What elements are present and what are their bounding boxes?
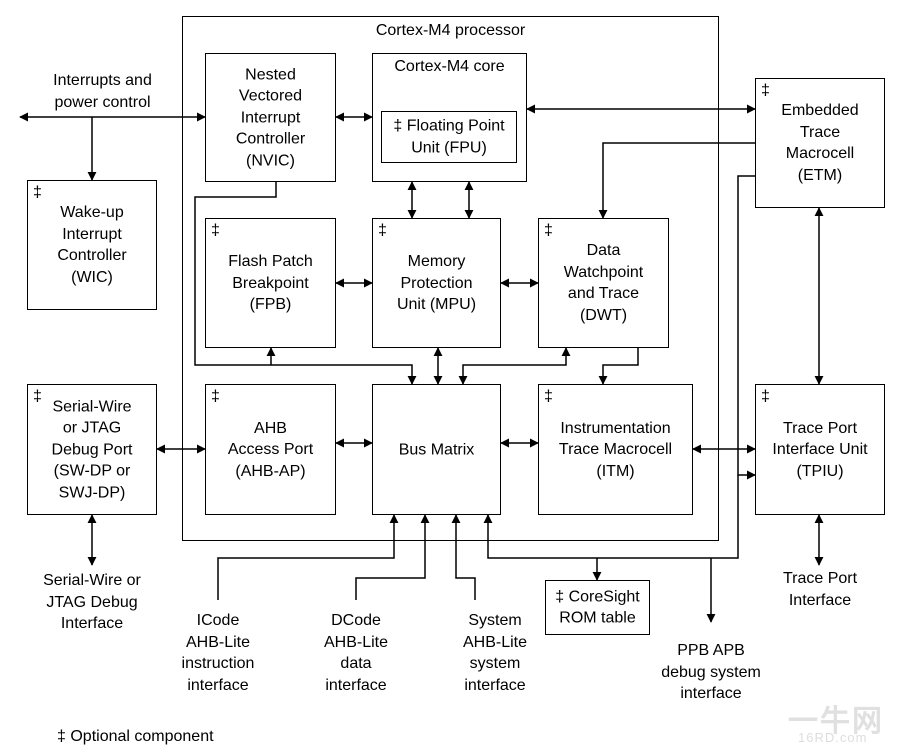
mpu-box: ‡ Memory Protection Unit (MPU) <box>372 218 501 348</box>
nvic-label: Nested Vectored Interrupt Controller (NV… <box>235 65 306 169</box>
wire-ppb <box>483 475 739 559</box>
wire-icode <box>217 514 399 600</box>
wire-dcode <box>355 514 430 600</box>
wire-bus-dwt <box>458 347 571 385</box>
bus-matrix-box: Bus Matrix <box>372 384 501 515</box>
wire-nvic-bus <box>194 182 417 385</box>
fpb-dagger: ‡ <box>211 222 220 239</box>
sw-jtag-interface-label: Serial-Wire or JTAG Debug Interface <box>43 572 141 632</box>
ahb-ap-box: ‡ AHB Access Port (AHB-AP) <box>205 384 336 515</box>
wire-etm-dwt <box>598 142 755 219</box>
processor-title: Cortex-M4 processor <box>375 22 526 39</box>
wire-dwt-itm <box>598 348 639 385</box>
bus-matrix-label: Bus Matrix <box>398 440 475 458</box>
dwt-box: ‡ Data Watchpoint and Trace (DWT) <box>538 218 669 348</box>
ppb-label: PPB APB debug system interface <box>661 642 761 702</box>
processor-frame: Cortex-M4 processor <box>182 16 719 541</box>
system-label: System AHB-Lite system interface <box>462 612 528 694</box>
watermark-url: 16RD.com <box>798 730 868 745</box>
dcode-label: DCode AHB-Lite data interface <box>323 612 389 694</box>
itm-box: ‡ Instrumentation Trace Macrocell (ITM) <box>538 384 693 515</box>
etm-label: Embedded Trace Macrocell (ETM) <box>781 102 859 184</box>
trace-port-interface-label: Trace Port Interface <box>782 570 858 609</box>
etm-dagger: ‡ <box>761 82 770 99</box>
rom-label: ‡ CoreSight ROM table <box>555 588 640 627</box>
etm-box: ‡ Embedded Trace Macrocell (ETM) <box>755 78 885 208</box>
itm-dagger: ‡ <box>544 388 553 405</box>
fpu-label: ‡ Floating Point Unit (FPU) <box>393 117 505 157</box>
tpiu-box: ‡ Trace Port Interface Unit (TPIU) <box>755 384 885 515</box>
swdp-dagger: ‡ <box>33 388 42 405</box>
ahbap-label: AHB Access Port (AHB-AP) <box>227 419 314 480</box>
mpu-dagger: ‡ <box>378 222 387 239</box>
swdp-label: Serial-Wire or JTAG Debug Port (SW-DP or… <box>51 397 133 501</box>
mpu-label: Memory Protection Unit (MPU) <box>396 252 477 313</box>
icode-label: ICode AHB-Lite instruction interface <box>181 612 255 694</box>
wire-system <box>451 514 476 600</box>
wic-box: ‡ Wake-up Interrupt Controller (WIC) <box>27 180 157 310</box>
sw-dp-box: ‡ Serial-Wire or JTAG Debug Port (SW-DP … <box>27 384 157 515</box>
tpiu-dagger: ‡ <box>761 388 770 405</box>
tpiu-label: Trace Port Interface Unit (TPIU) <box>772 419 868 480</box>
wic-dagger: ‡ <box>33 184 42 201</box>
nvic-box: Nested Vectored Interrupt Controller (NV… <box>205 53 336 182</box>
fpu-box: ‡ Floating Point Unit (FPU) <box>381 111 517 163</box>
interrupts-label: Interrupts and power control <box>53 72 152 111</box>
fpb-box: ‡ Flash Patch Breakpoint (FPB) <box>205 218 336 348</box>
dwt-label: Data Watchpoint and Trace (DWT) <box>563 242 644 324</box>
itm-label: Instrumentation Trace Macrocell (ITM) <box>558 419 673 480</box>
ahbap-dagger: ‡ <box>211 388 220 405</box>
watermark-logo: 一牛网 <box>788 705 884 738</box>
wire-etm-tpiu-side <box>737 175 756 480</box>
cortex-m4-core: Cortex-M4 core ‡ Floating Point Unit (FP… <box>372 53 527 182</box>
coresight-rom-box: ‡ CoreSight ROM table <box>545 580 650 635</box>
fpb-label: Flash Patch Breakpoint (FPB) <box>228 252 313 313</box>
fpu-dagger: ‡ <box>393 117 403 135</box>
optional-legend: ‡ Optional component <box>57 728 214 745</box>
wic-label: Wake-up Interrupt Controller (WIC) <box>57 204 127 286</box>
core-title: Cortex-M4 core <box>394 58 505 75</box>
dwt-dagger: ‡ <box>544 222 553 239</box>
